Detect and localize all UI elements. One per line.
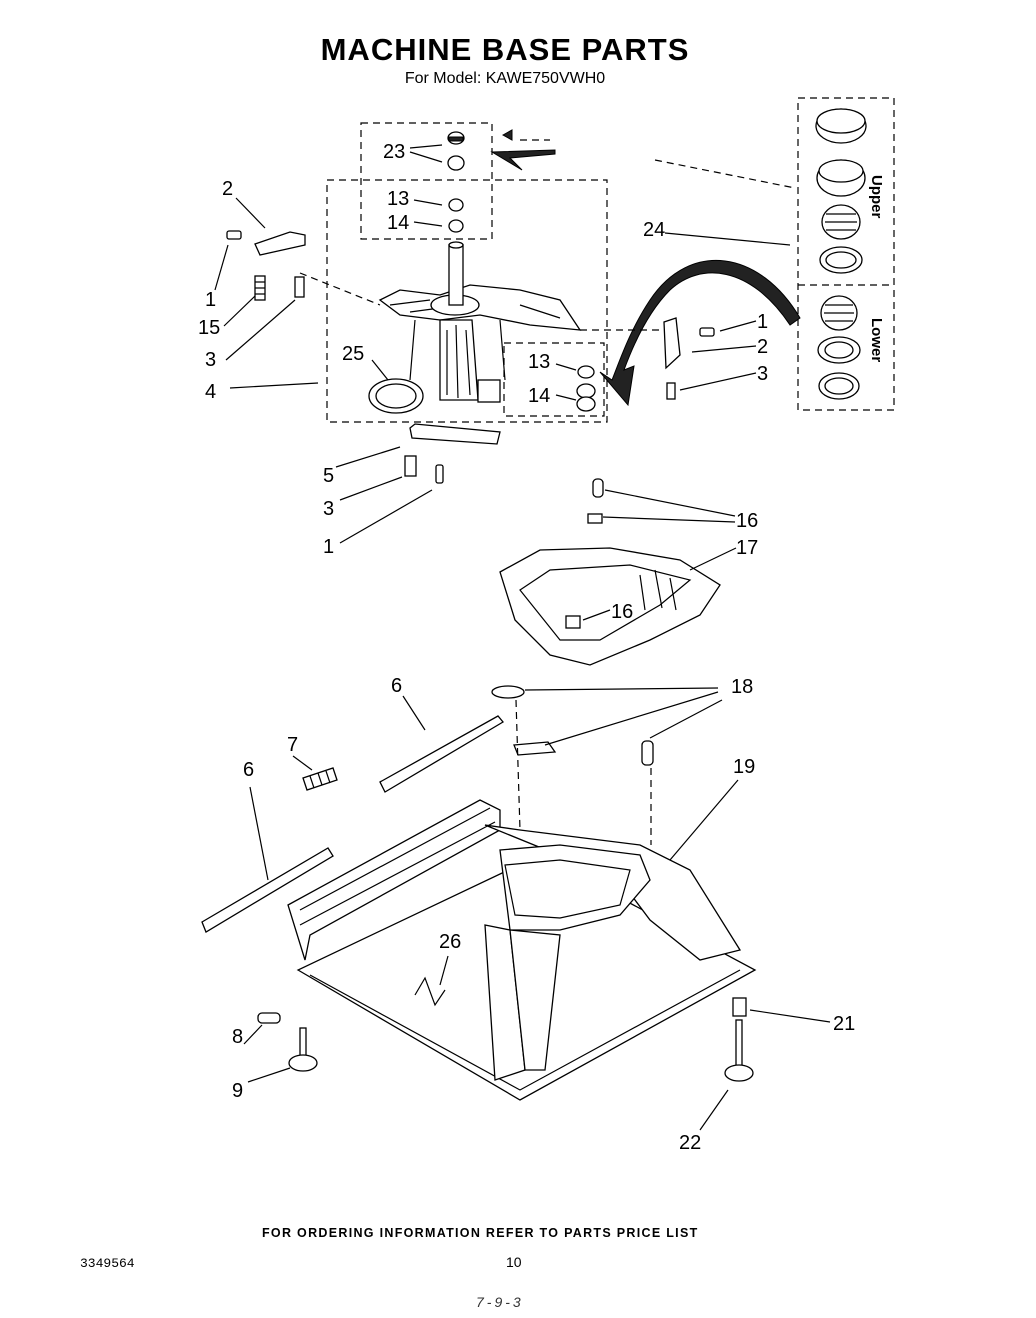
callout-8: 8 (232, 1026, 243, 1048)
document-number: 3349564 (80, 1256, 135, 1271)
ordering-info-note: FOR ORDERING INFORMATION REFER TO PARTS … (262, 1226, 699, 1240)
bolt-1-right-part (699, 327, 715, 337)
spring-3-bottom-part (404, 455, 417, 477)
snubber-18-parts (491, 685, 654, 766)
spring-15-part (254, 275, 266, 301)
leveling-leg-9-part (288, 1027, 318, 1072)
curved-arrow (599, 260, 801, 407)
callout-13-upper: 13 (387, 188, 409, 210)
mount-assembly-dashed-box (326, 179, 608, 423)
callout-3-left: 3 (205, 349, 216, 371)
callout-24: 24 (643, 219, 665, 241)
cross-frame-17-part (499, 547, 721, 666)
bracket-5-part (409, 423, 501, 445)
callout-2-right: 2 (757, 336, 768, 358)
callout-18: 18 (731, 676, 753, 698)
big-arrow-left (490, 149, 556, 171)
callout-22: 22 (679, 1132, 701, 1154)
lower-bushing-dashed-box (503, 342, 605, 417)
callout-1-bottom: 1 (323, 536, 334, 558)
callout-19: 19 (733, 756, 755, 778)
callout-15: 15 (198, 317, 220, 339)
small-arrow-left (501, 129, 513, 141)
callout-17: 17 (736, 537, 758, 559)
nut-21-part (732, 997, 747, 1017)
callout-14-lower: 14 (528, 385, 550, 407)
leg-8-part (257, 1012, 281, 1024)
callout-25: 25 (342, 343, 364, 365)
callout-13-lower: 13 (528, 351, 550, 373)
callout-16-frame: 16 (611, 601, 633, 623)
machine-base-19-part (287, 799, 757, 1101)
spring-3-right-part (666, 382, 676, 400)
callout-7: 7 (287, 734, 298, 756)
bearing-kit-dashed-box (797, 97, 895, 411)
page-title: MACHINE BASE PARTS (320, 32, 690, 67)
callout-3-bottom: 3 (323, 498, 334, 520)
callout-14-upper: 14 (387, 212, 409, 234)
callout-1-left: 1 (205, 289, 216, 311)
gasket-25-part (368, 378, 424, 414)
upper-bushing-dashed-box (360, 122, 493, 240)
callout-6-lower: 6 (243, 759, 254, 781)
clip-2-right-part (663, 317, 681, 370)
plate-6-lower-part (201, 847, 334, 933)
spring-7-part (302, 767, 338, 791)
lower-bushings-13-14-part (576, 365, 596, 412)
plate-6-upper-part (379, 715, 504, 793)
callout-1-right: 1 (757, 311, 768, 333)
page-number: 10 (506, 1254, 522, 1270)
date-stamp: 7-9-3 (476, 1294, 524, 1310)
lower-kit-label: Lower (868, 318, 885, 362)
pad-16-parts (565, 478, 604, 629)
upper-kit-parts (815, 108, 867, 274)
transmission-mount-part (378, 241, 582, 403)
clip-2-left-part (254, 231, 306, 256)
model-subtitle: For Model: KAWE750VWH0 (404, 70, 606, 87)
callout-16-right: 16 (736, 510, 758, 532)
spring-3-left-part (294, 276, 305, 298)
lower-kit-parts (817, 295, 861, 400)
callout-2-left: 2 (222, 178, 233, 200)
leader-lines (214, 144, 831, 1131)
callout-4: 4 (205, 381, 216, 403)
bolt-1-bottom-part (435, 464, 444, 484)
callout-23: 23 (383, 141, 405, 163)
bushing-13-14-part (448, 198, 464, 233)
callout-5: 5 (323, 465, 334, 487)
callout-9: 9 (232, 1080, 243, 1102)
callout-6-upper: 6 (391, 675, 402, 697)
bushing-23-part (447, 131, 465, 171)
callout-26: 26 (439, 931, 461, 953)
callout-3-right: 3 (757, 363, 768, 385)
leveling-leg-22-part (724, 1019, 754, 1082)
upper-kit-label: Upper (868, 175, 885, 219)
callout-21: 21 (833, 1013, 855, 1035)
clip-26-part (414, 976, 446, 1007)
bolt-1-left-part (226, 230, 242, 240)
